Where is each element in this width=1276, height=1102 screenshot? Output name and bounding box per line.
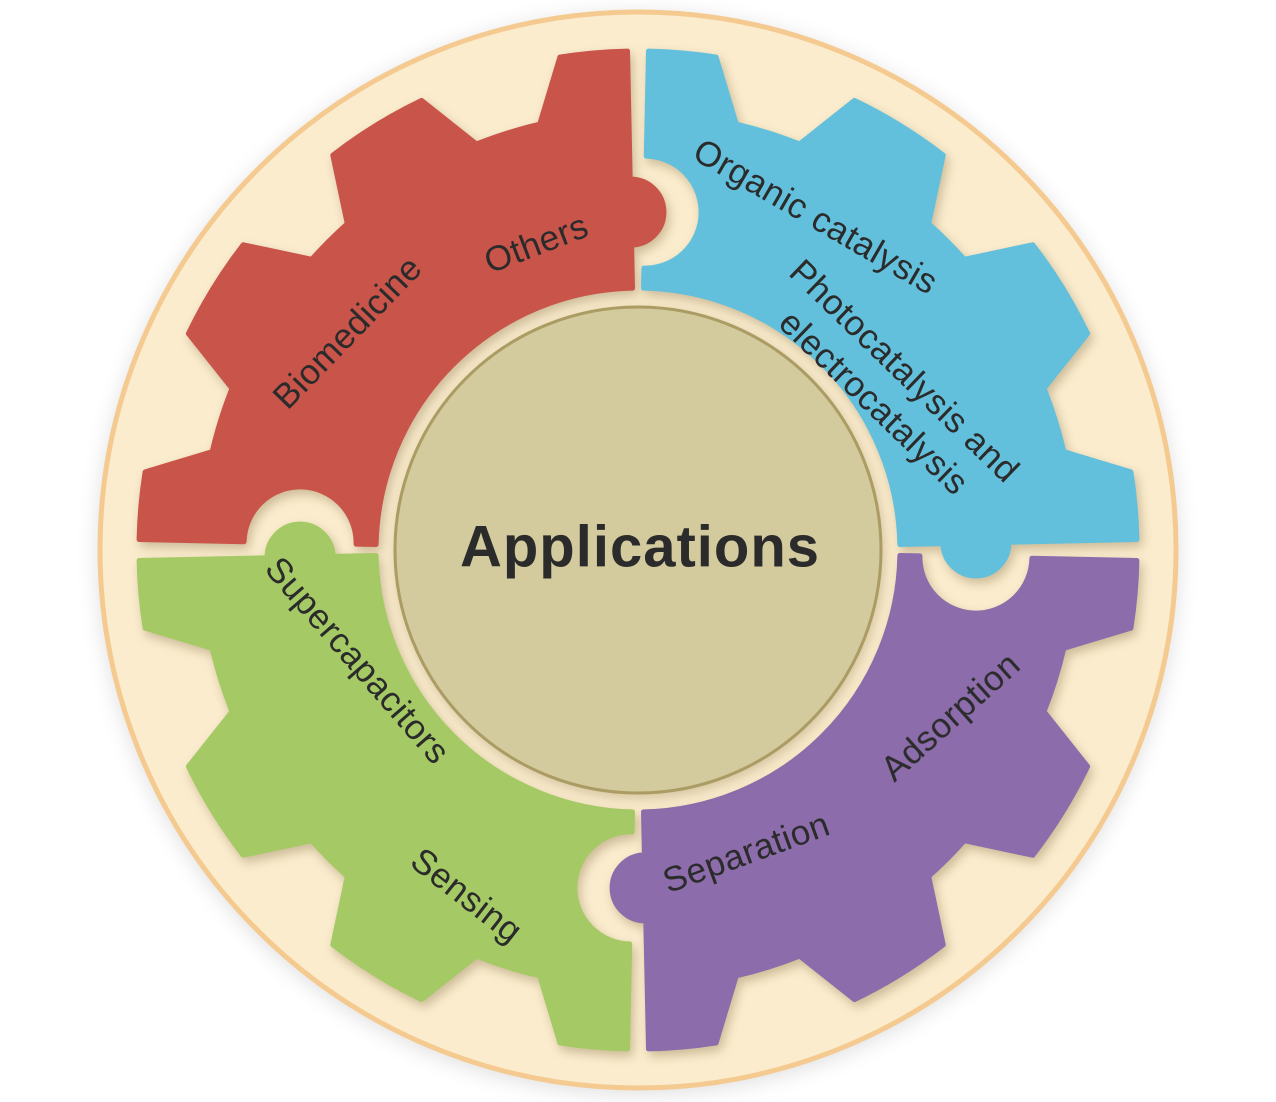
center-circle <box>393 305 883 795</box>
segment-supercapacitors-sensing <box>136 521 635 1052</box>
segment-biomedicine-others <box>136 48 667 547</box>
segment-separation-adsorption <box>609 553 1140 1052</box>
gear-segments <box>136 48 1140 1052</box>
center-label: Applications <box>460 514 820 579</box>
segment-catalysis <box>641 48 1140 579</box>
